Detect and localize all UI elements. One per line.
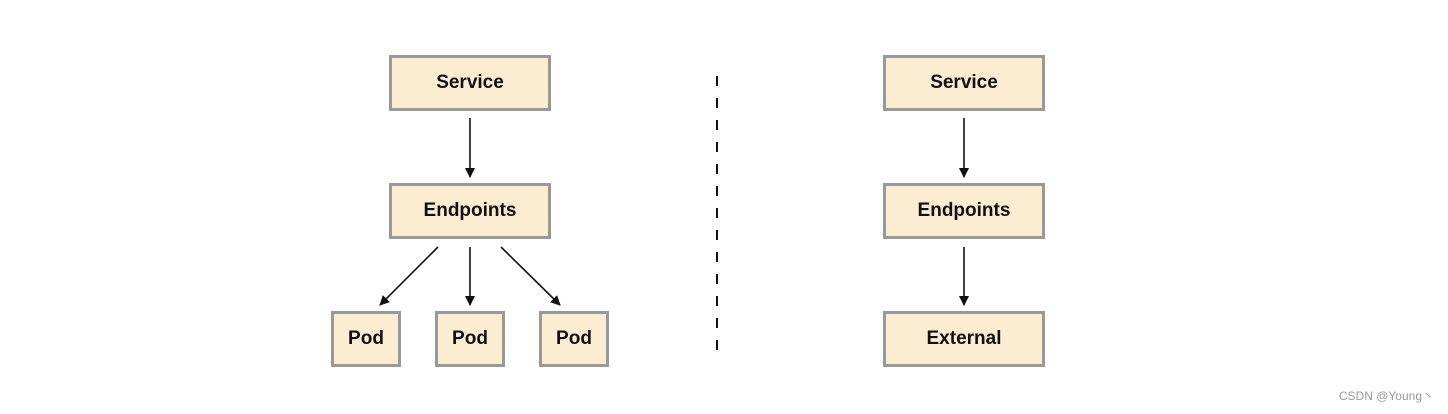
pod-node-1: Pod bbox=[331, 311, 401, 367]
pod-node-3: Pod bbox=[539, 311, 609, 367]
watermark-text: CSDN @Young丶 bbox=[1338, 389, 1434, 403]
right-service-node: Service bbox=[883, 55, 1045, 111]
left-endpoints-node: Endpoints bbox=[389, 183, 551, 239]
pod-node-2: Pod bbox=[435, 311, 505, 367]
external-node: External bbox=[883, 311, 1045, 367]
arrow-left-endpoints-to-pod-3 bbox=[500, 246, 561, 306]
arrow-left-endpoints-to-pod-1 bbox=[379, 246, 439, 306]
right-endpoints-node: Endpoints bbox=[883, 183, 1045, 239]
left-service-node: Service bbox=[389, 55, 551, 111]
